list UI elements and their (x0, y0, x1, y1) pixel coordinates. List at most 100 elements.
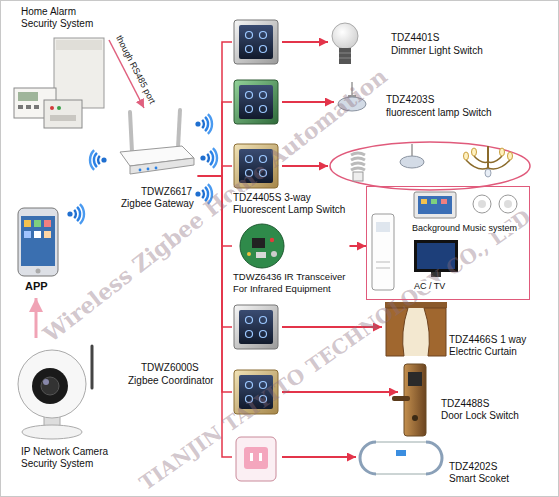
device-label: TDWZ6000S (140, 362, 200, 374)
camera-picture (18, 346, 92, 439)
wall-switch (234, 144, 278, 188)
switch-arrow (282, 165, 328, 167)
av-equipment-picture (473, 195, 491, 213)
alarm-panel-picture (57, 106, 61, 110)
alarm-panel-picture (18, 92, 38, 101)
node-text: Door Lock Switch (440, 410, 520, 422)
av-equipment-picture (418, 196, 452, 214)
node-text: fluorescent lamp Switch (385, 107, 493, 119)
connector (198, 176, 232, 457)
ir-transceiver-picture (240, 224, 284, 268)
node-text: Dimmer Light Switch (390, 45, 484, 57)
ir-transceiver-picture (247, 252, 251, 256)
node-title: TDZ4202S (448, 461, 498, 473)
router-picture (155, 167, 158, 170)
av-equipment-picture (431, 199, 437, 204)
connector (35, 298, 38, 338)
router-picture (139, 169, 142, 172)
lamp-group-picture (487, 146, 489, 170)
av-equipment-picture (417, 243, 455, 269)
node-text: Fluorescent Lamp Switch (232, 204, 346, 216)
door-lock-picture (392, 364, 426, 436)
smart-socket-picture (236, 437, 276, 481)
alarm-panel-picture (34, 105, 39, 109)
node-text: For Infrared Equipment (232, 284, 332, 295)
av-equipment-picture (376, 222, 390, 232)
water-heater-picture (360, 442, 442, 474)
bulb-picture (332, 23, 358, 49)
connector (349, 245, 366, 247)
ir-transceiver-picture (256, 252, 266, 258)
smart-socket-picture (259, 453, 262, 461)
wall-switch (234, 80, 278, 124)
lamp-group-picture (500, 148, 505, 156)
av-equipment-picture (478, 200, 486, 208)
three-way-switch-row: TDZ4405S 3-wayFluorescent Lamp Switch (232, 140, 532, 220)
wall-switch (239, 85, 273, 119)
connector (198, 176, 232, 327)
wifi-icon (67, 204, 84, 224)
water-heater-picture (426, 442, 442, 474)
lamp-group-picture (474, 156, 502, 162)
device-label: Zigbee Coordinator (127, 375, 215, 387)
ceiling-lamp-picture (352, 82, 353, 97)
bulb-picture (339, 53, 351, 54)
av-equipment-picture (421, 199, 427, 204)
wifi-icon (195, 184, 212, 204)
alarm-panel-picture (18, 105, 23, 109)
lamp-group-picture (464, 152, 469, 160)
node-title: Home Alarm Security System (20, 6, 106, 29)
camera-picture (91, 346, 94, 388)
alarm-system: Home Alarm Security System (8, 4, 109, 132)
ir-transceiver-picture (252, 238, 265, 248)
lamp-group-picture (330, 142, 530, 190)
lamp-group-picture (351, 153, 365, 170)
alarm-panel-picture (44, 100, 82, 128)
phone-picture (34, 220, 41, 227)
dimmer-switch-row: TDZ4401SDimmer Light Switch (232, 18, 532, 70)
wall-switch (234, 20, 278, 64)
camera-picture (41, 377, 59, 395)
switch-arrow (282, 456, 356, 458)
connector (198, 42, 232, 176)
wall-switch (234, 370, 278, 414)
curtain-picture (385, 302, 447, 356)
node-text: Electric Curtain (448, 346, 518, 358)
router-picture (120, 110, 194, 174)
bulb-picture (332, 23, 358, 64)
av-equipment-picture (372, 214, 394, 290)
connector (198, 176, 232, 392)
phone-picture (34, 231, 41, 238)
lamp-group-picture (508, 152, 513, 160)
water-heater-picture (360, 442, 442, 474)
camera-picture (43, 379, 49, 385)
node-title: TDZ4466S 1 way (448, 334, 527, 346)
av-equipment-picture (372, 192, 517, 290)
wall-switch (234, 20, 278, 414)
node-title: TDZ4401S (390, 32, 440, 44)
water-heater-picture (360, 442, 376, 474)
av-equipment-picture (376, 268, 390, 269)
phone-picture (18, 208, 58, 276)
wifi-icon (67, 114, 217, 224)
door-lock-picture (408, 372, 422, 386)
node-title: TDZ4405S 3-way (232, 192, 312, 204)
phone-picture (18, 208, 58, 276)
router-picture (130, 112, 132, 152)
router-picture (130, 158, 194, 174)
connector (198, 102, 232, 176)
zigbee-gateway: TDWZ6617Zigbee Gateway (116, 108, 198, 213)
node-title: IP Network Camera Security System (20, 446, 126, 469)
wall-switch (239, 310, 273, 344)
node-text: Smart Scoket (448, 473, 510, 485)
wall-switch (234, 305, 278, 349)
wifi-icon (200, 148, 217, 168)
node-title: APP (24, 280, 49, 293)
lamp-switch-row: TDZ4203Sfluorescent lamp Switch (232, 78, 532, 128)
ceiling-lamp-picture (338, 97, 366, 111)
door-lock-picture (392, 396, 410, 401)
curtain-picture (386, 308, 408, 356)
